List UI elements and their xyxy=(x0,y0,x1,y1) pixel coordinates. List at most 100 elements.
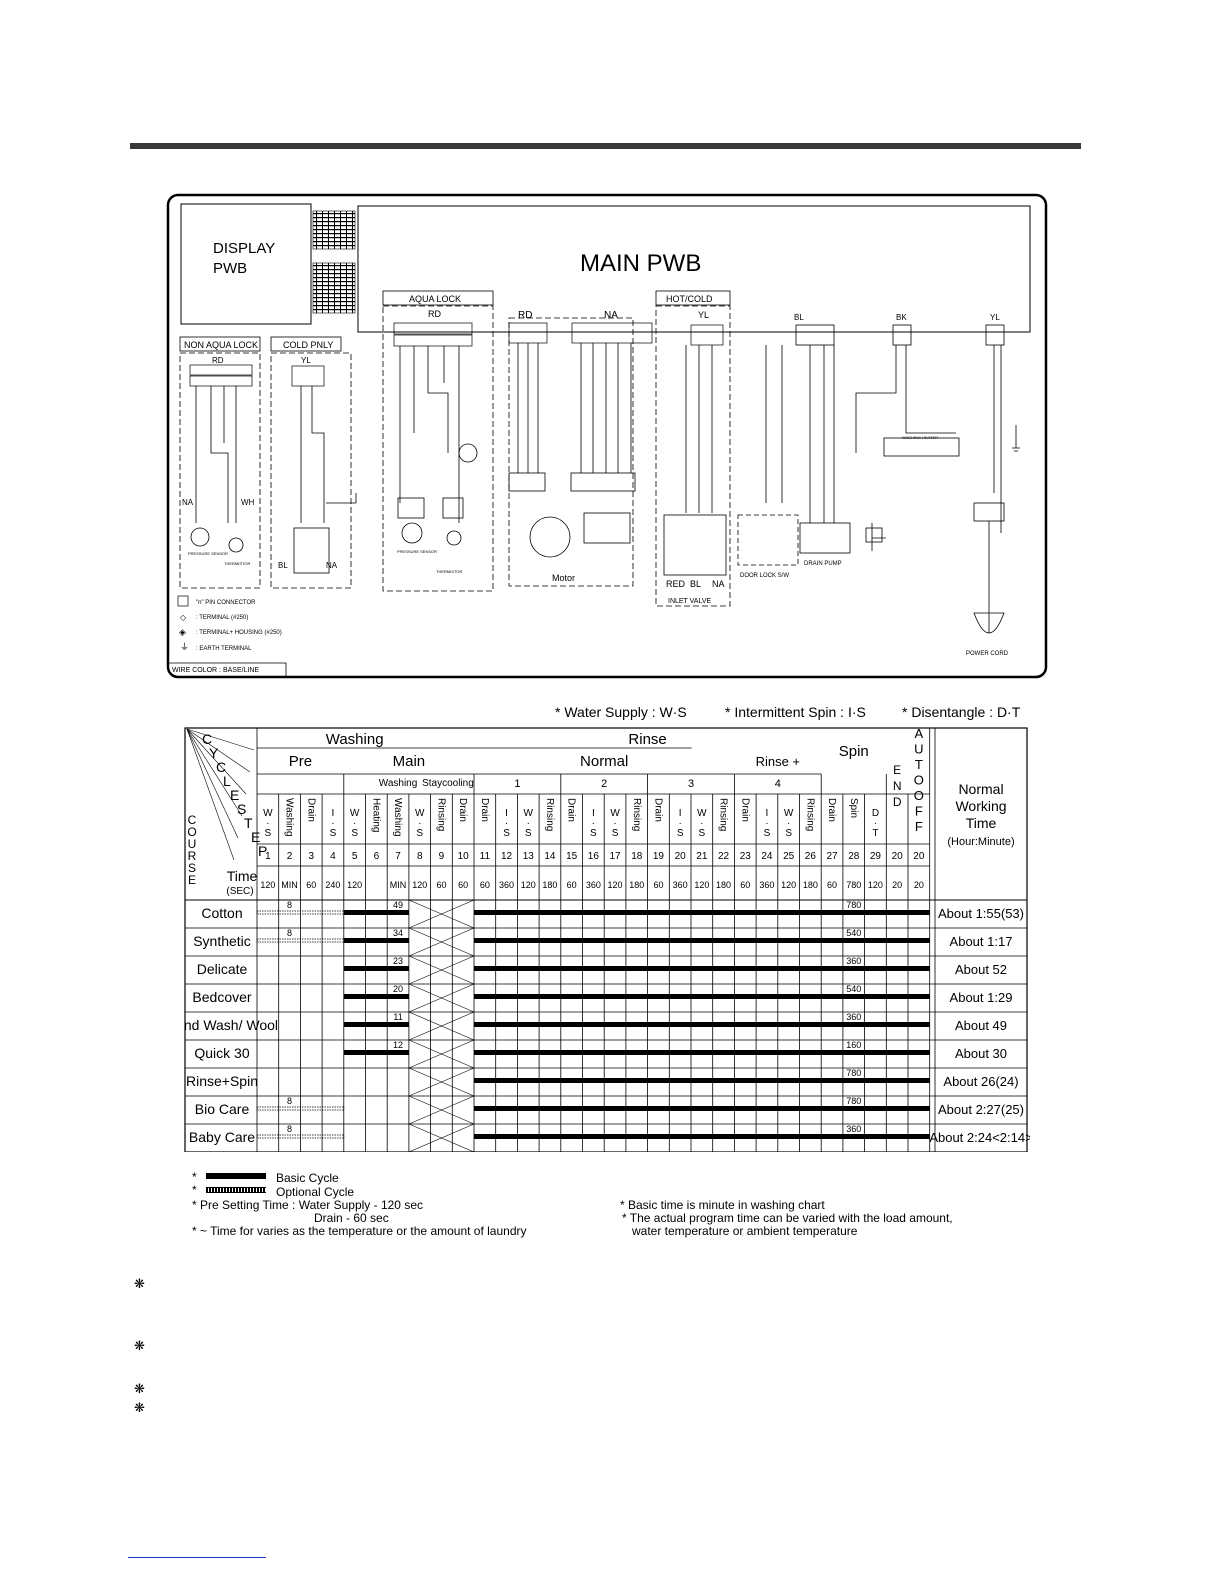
pre-minutes: 8 xyxy=(287,928,292,938)
step-number: 28 xyxy=(848,851,860,862)
corner-letter: T xyxy=(244,815,253,831)
auto-off-letter: T xyxy=(915,757,923,772)
basic-cycle-bar xyxy=(474,1050,865,1055)
auto-off-letter: F xyxy=(915,819,923,834)
spin-bar xyxy=(821,1106,930,1111)
corner-diagonal xyxy=(186,728,247,795)
course-time: About 2:24<2:14> xyxy=(929,1130,1030,1145)
corner-letter: Y xyxy=(209,745,219,761)
svg-text:: EARTH TERMINAL: : EARTH TERMINAL xyxy=(196,646,252,652)
step-number: 15 xyxy=(566,851,578,862)
note-mark-4: ❋ xyxy=(134,1400,145,1415)
svg-text:WH: WH xyxy=(241,498,255,507)
step-time: 120 xyxy=(412,880,427,890)
step-label-dot: · xyxy=(418,818,421,829)
step-time: 780 xyxy=(846,880,861,890)
auto-off-letter: F xyxy=(915,804,923,819)
cross-line xyxy=(408,1067,475,1097)
course-letter: E xyxy=(188,873,196,887)
wire-color-note: WIRE COLOR : BASE/LINE xyxy=(172,667,259,674)
corner-diagonal xyxy=(186,728,255,751)
course-name: Cotton xyxy=(201,905,242,921)
step-time: 120 xyxy=(521,880,536,890)
step-label: Rinsing xyxy=(435,798,446,831)
svg-text:NA: NA xyxy=(712,579,725,589)
step-label: W xyxy=(350,808,360,819)
step-time: 180 xyxy=(803,880,818,890)
course-time: About 52 xyxy=(955,962,1007,977)
step-label: Heating xyxy=(370,798,381,832)
step-time: 180 xyxy=(629,880,644,890)
step-number: 24 xyxy=(761,851,773,862)
display-pwb-box xyxy=(180,203,312,325)
svg-text:◈: ◈ xyxy=(179,627,186,637)
step-label: W xyxy=(415,808,425,819)
svg-text:RD: RD xyxy=(212,356,224,365)
step-label: Drain xyxy=(305,798,316,822)
step-label-dot: · xyxy=(266,818,269,829)
phase-rinse: Rinse xyxy=(628,731,666,748)
thermistor-label-2: THERMISTOR xyxy=(436,569,462,574)
svg-text:NA: NA xyxy=(604,310,618,321)
chart-legend: * Basic Cycle * Optional Cycle * Pre Set… xyxy=(192,1170,953,1238)
svg-text:"n" PIN CONNECTOR: "n" PIN CONNECTOR xyxy=(196,600,256,606)
phase-washing: Washing xyxy=(326,731,384,748)
corner-letter: E xyxy=(230,787,239,803)
step-number: 20 xyxy=(892,851,904,862)
note-mark-3: ❋ xyxy=(134,1381,145,1396)
rinse-group-2: 2 xyxy=(601,778,607,790)
step-number: 5 xyxy=(352,851,358,862)
step-label: S xyxy=(503,828,510,839)
spin-seconds: 360 xyxy=(846,1124,861,1134)
basic-cycle-bar xyxy=(474,994,865,999)
optional-pre-bar xyxy=(256,938,345,943)
step-label: Rinsing xyxy=(544,798,555,831)
step-number: 13 xyxy=(523,851,535,862)
basic-cycle-bar xyxy=(474,966,865,971)
step-number: 3 xyxy=(308,851,314,862)
step-label-dot: · xyxy=(678,818,681,829)
svg-text:BL: BL xyxy=(690,579,701,589)
main-minutes: 20 xyxy=(393,984,403,994)
step-label: S xyxy=(612,828,619,839)
step-label-dot: · xyxy=(331,818,334,829)
step-number: 10 xyxy=(458,851,470,862)
step-label: Washing xyxy=(392,798,403,837)
thermistor-label-1: THERMISTOR xyxy=(224,561,250,566)
optional-pre-bar xyxy=(256,1106,345,1111)
rinse-group-4: 4 xyxy=(775,778,781,790)
time-label: Time xyxy=(227,868,258,884)
course-time: About 30 xyxy=(955,1046,1007,1061)
step-number: 8 xyxy=(417,851,423,862)
corner-diagonal xyxy=(186,728,235,861)
step-time: 180 xyxy=(542,880,557,890)
sub-rinse-plus: Rinse + xyxy=(756,754,800,769)
svg-text:NA: NA xyxy=(326,561,338,570)
spin-bar xyxy=(821,1134,930,1139)
step-time: 60 xyxy=(306,880,316,890)
main-wash-bar xyxy=(343,938,409,943)
footer-rule xyxy=(128,1557,266,1558)
header-rule xyxy=(130,143,1081,149)
result-header: Working xyxy=(955,798,1006,814)
cross-line xyxy=(408,927,475,957)
end-letter: N xyxy=(893,779,902,793)
spin-bar xyxy=(821,1022,930,1027)
rinse-group-1: 1 xyxy=(514,778,520,790)
step-label: S xyxy=(785,828,792,839)
step-number: 16 xyxy=(588,851,600,862)
course-letter: O xyxy=(187,825,196,839)
spin-bar xyxy=(821,938,930,943)
abbrev-intermittent-spin: * Intermittent Spin : I·S xyxy=(725,704,866,720)
step-label: Drain xyxy=(652,798,663,822)
result-header: (Hour:Minute) xyxy=(947,836,1014,848)
step-number: 22 xyxy=(718,851,730,862)
step-number: 11 xyxy=(480,851,491,862)
course-time: About 1:55(53) xyxy=(938,906,1024,921)
cross-line xyxy=(408,955,475,985)
non-aqua-lock-label: NON AQUA LOCK xyxy=(184,340,258,350)
svg-text:⏚: ⏚ xyxy=(180,642,189,652)
corner-letter: S xyxy=(237,801,246,817)
course-name: Bio Care xyxy=(195,1101,250,1117)
